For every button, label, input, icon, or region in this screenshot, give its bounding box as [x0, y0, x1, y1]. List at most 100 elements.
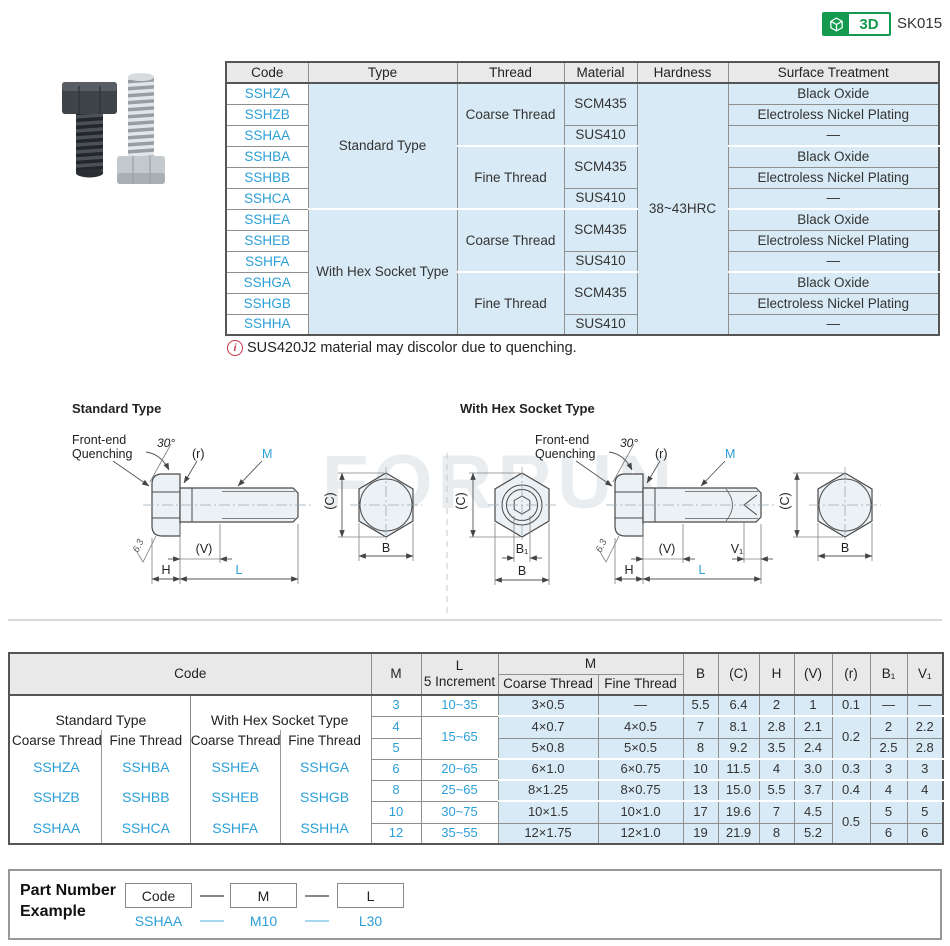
table-cell: 9.2	[717, 737, 760, 760]
table-cell: Coarse Thread	[456, 82, 565, 147]
table-cell: 6×1.0	[497, 758, 599, 781]
part-m-value: M10	[249, 913, 278, 929]
table-cell: 20~65	[420, 758, 499, 781]
table-cell: 2	[869, 715, 908, 739]
dim-c-label: (C)	[778, 492, 792, 509]
table-cell: 7	[758, 800, 795, 824]
code-link[interactable]: SSHEA	[211, 759, 259, 776]
part-number-example-title: Part Number Example	[20, 882, 117, 920]
table-cell: —	[869, 694, 908, 717]
code-link[interactable]: SSHGB	[225, 292, 309, 315]
table-cell: 5×0.5	[597, 737, 684, 760]
table-cell: —	[727, 250, 940, 273]
table-cell: Black Oxide	[727, 145, 940, 168]
table-cell: 6	[906, 822, 944, 845]
quench-label: Quenching	[535, 447, 596, 461]
thread-label: M	[262, 447, 272, 461]
table-cell: 8	[682, 737, 719, 760]
code-link[interactable]: SSHAA	[225, 124, 309, 147]
code-link[interactable]: SSHCA	[225, 187, 309, 210]
code-link[interactable]: SSHEB	[225, 229, 309, 252]
table-cell: 10	[682, 758, 719, 781]
table-cell: 4	[906, 779, 944, 802]
code-link[interactable]: SSHAA	[32, 819, 81, 836]
code-link[interactable]: SSHFA	[212, 819, 259, 836]
code-link[interactable]: SSHEA	[225, 208, 309, 231]
table-cell: 5	[906, 800, 944, 824]
table-cell: 7	[682, 715, 719, 739]
table-cell: —	[597, 694, 684, 717]
table-cell: 4×0.5	[597, 715, 684, 739]
table-cell: 4	[869, 779, 908, 802]
table-cell: SCM435	[563, 145, 638, 189]
column-header: B₁	[869, 652, 908, 696]
code-link[interactable]: SSHZB	[33, 789, 80, 806]
table-cell: 10×1.5	[497, 800, 599, 824]
part-code-box: Code	[125, 883, 192, 908]
table-cell: 15.0	[717, 779, 760, 802]
dim-h-label: H	[624, 563, 633, 577]
table-cell: SUS410	[563, 187, 638, 210]
dash-separator	[200, 895, 224, 897]
code-link[interactable]: SSHGB	[300, 789, 350, 806]
table-cell: 6.4	[717, 694, 760, 717]
angle-label: 30°	[157, 436, 175, 450]
info-icon: i	[227, 340, 243, 356]
code-link[interactable]: SSHBB	[225, 166, 309, 189]
column-header: Fine Thread	[597, 673, 684, 696]
code-link[interactable]: SSHHA	[225, 313, 309, 336]
technical-drawings: FORRUN Standard Type With Hex Socket Typ…	[0, 395, 950, 645]
code-link[interactable]: SSHZB	[225, 103, 309, 126]
thread-label: M	[725, 447, 735, 461]
column-header: (C)	[717, 652, 760, 696]
column-header: Hardness	[636, 61, 729, 84]
socket-end-view: (C) B₁ B	[454, 467, 556, 585]
table-cell: 4	[370, 715, 422, 739]
table-cell: 13	[682, 779, 719, 802]
table-cell: Fine Thread	[456, 145, 565, 210]
code-link[interactable]: SSHGA	[300, 759, 350, 776]
standard-end-view: (C) B	[323, 467, 422, 561]
code-link[interactable]: SSHZA	[225, 82, 309, 105]
dim-v-label: (V)	[196, 542, 213, 556]
table-cell: —	[727, 124, 940, 147]
note-text: SUS420J2 material may discolor due to qu…	[247, 340, 577, 356]
column-header: Code	[225, 61, 309, 84]
code-link[interactable]: SSHGA	[225, 271, 309, 294]
table-cell: 3.7	[793, 779, 833, 802]
code-link[interactable]: SSHBA	[225, 145, 309, 168]
dim-v1-label: V₁	[731, 542, 744, 556]
stainless-bolt	[117, 73, 165, 184]
code-link[interactable]: SSHFA	[225, 250, 309, 273]
angle-label: 30°	[620, 436, 638, 450]
code-link[interactable]: SSHBB	[122, 789, 170, 806]
table-cell: 2	[758, 694, 795, 717]
code-link[interactable]: SSHEB	[211, 789, 259, 806]
code-link[interactable]: SSHHA	[300, 819, 349, 836]
page-code: SK015	[897, 15, 943, 32]
code-link[interactable]: SSHCA	[121, 819, 170, 836]
drawings-svg: (V) H L Front-end Quenching 30° (r) M 6.…	[8, 433, 942, 621]
socket-side-view: (V) V₁ H L Front-end Quenching 30° (r) M	[535, 433, 775, 584]
table-cell: SCM435	[563, 271, 638, 315]
black-oxide-bolt	[62, 82, 117, 178]
table-cell: 3.0	[793, 758, 833, 781]
part-l-value: L30	[358, 913, 383, 929]
3d-model-badge[interactable]: 3D	[822, 12, 891, 36]
table-cell: 10	[370, 800, 422, 824]
table-cell: SUS410	[563, 313, 638, 336]
cube-3d-icon	[824, 14, 849, 34]
code-link[interactable]: SSHZA	[33, 759, 80, 776]
code-link[interactable]: SSHBA	[122, 759, 170, 776]
